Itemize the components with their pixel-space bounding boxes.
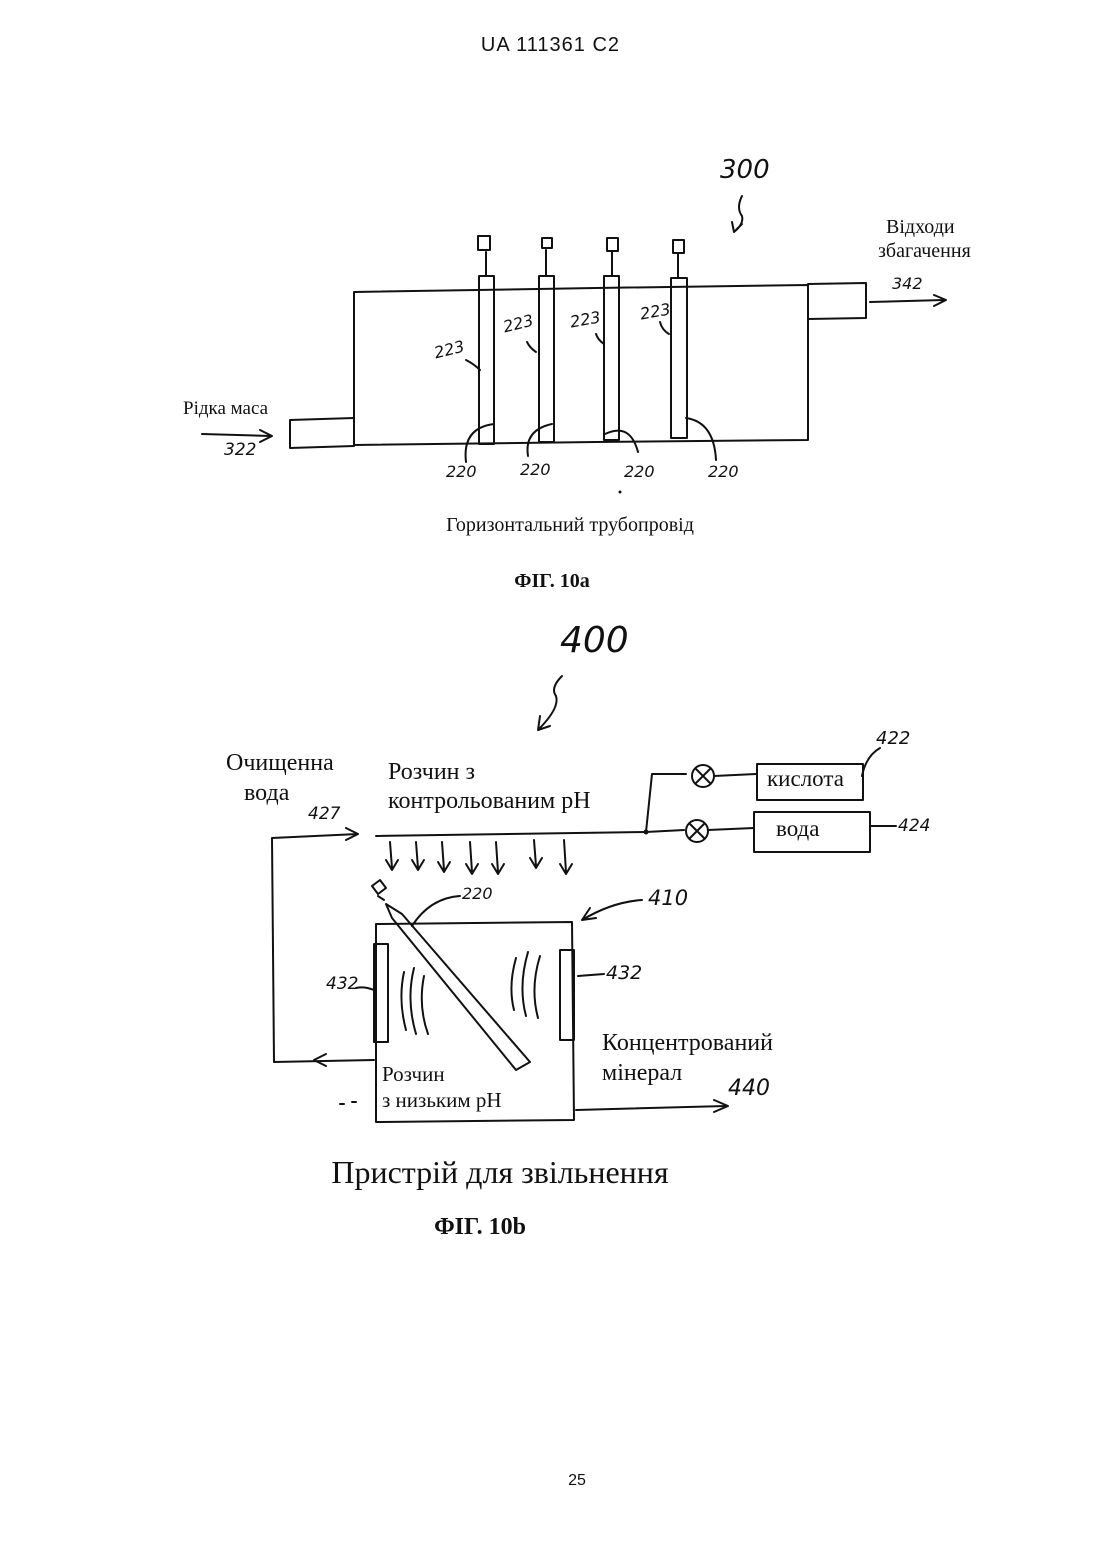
electrode-rod bbox=[604, 238, 619, 440]
electrode-rod bbox=[671, 240, 687, 438]
label-solution-line2: контрольованим pH bbox=[388, 788, 591, 815]
ref-220: 220 bbox=[624, 462, 655, 481]
ref-432-left: 432 bbox=[326, 974, 358, 994]
label-inlet: Рідка маса bbox=[183, 398, 268, 420]
water-label: вода bbox=[776, 816, 819, 842]
leader-223 bbox=[596, 334, 604, 344]
ref-220b: 220 bbox=[462, 884, 493, 903]
label-lowph-line2: з низьким pH bbox=[382, 1088, 502, 1113]
manifold bbox=[646, 774, 686, 832]
fig10b-drawing bbox=[272, 676, 896, 1122]
ref-220: 220 bbox=[446, 462, 477, 481]
ref-427: 427 bbox=[308, 804, 340, 824]
ref-220: 220 bbox=[520, 460, 551, 479]
caption-10a: Горизонтальний трубопровід bbox=[0, 514, 1101, 537]
label-outlet-line1: Відходи bbox=[886, 216, 955, 239]
ref-424: 424 bbox=[898, 816, 930, 836]
electrode-rod bbox=[478, 236, 494, 444]
outlet-stub bbox=[808, 283, 866, 319]
pipe-body bbox=[354, 285, 808, 445]
fig10a-drawing bbox=[202, 196, 946, 494]
label-purified-line1: Очищенна bbox=[226, 750, 334, 777]
diagonal-electrode bbox=[372, 880, 530, 1070]
inlet-stub bbox=[290, 418, 354, 448]
leader-410 bbox=[582, 900, 642, 920]
recirculation-loop bbox=[272, 828, 374, 1062]
label-mineral-line2: мінерал bbox=[602, 1060, 682, 1087]
leader-432-right bbox=[578, 974, 604, 976]
label-mineral-line1: Концентрований bbox=[602, 1030, 773, 1057]
ref-440: 440 bbox=[728, 1076, 770, 1101]
valve-acid bbox=[692, 765, 756, 787]
electrode-rod bbox=[539, 238, 554, 442]
fig-label-10a: ФІГ. 10a bbox=[0, 570, 1101, 593]
label-outlet-line2: збагачення bbox=[878, 240, 971, 263]
ref-410: 410 bbox=[648, 886, 688, 910]
ref-342: 342 bbox=[892, 274, 923, 293]
leader-432-left bbox=[356, 987, 374, 990]
ref-422: 422 bbox=[876, 728, 910, 749]
ref-400: 400 bbox=[560, 620, 629, 661]
patent-number: UA 111361 C2 bbox=[0, 34, 1101, 57]
label-solution-line1: Розчин з bbox=[388, 759, 475, 786]
leader-422 bbox=[862, 748, 880, 776]
ref-220: 220 bbox=[708, 462, 739, 481]
leader-400 bbox=[538, 676, 562, 730]
page-number: 25 bbox=[0, 1472, 1101, 1490]
leader-220 bbox=[686, 418, 716, 460]
mineral-arrow bbox=[576, 1100, 728, 1112]
leader-223 bbox=[466, 360, 480, 370]
label-purified-line2: вода bbox=[244, 780, 289, 807]
leader-223 bbox=[527, 342, 536, 352]
outlet-arrow bbox=[870, 295, 946, 306]
leader-223 bbox=[660, 322, 669, 334]
label-lowph-line1: Розчин bbox=[382, 1062, 445, 1087]
feed-line bbox=[376, 832, 646, 836]
spray-arrows bbox=[386, 840, 572, 874]
acid-label: кислота bbox=[767, 766, 844, 792]
caption-10b: Пристрій для звільнення bbox=[0, 1154, 1000, 1191]
ref-432-right: 432 bbox=[606, 962, 642, 984]
leader-300 bbox=[732, 196, 742, 232]
valve-water bbox=[686, 820, 754, 842]
fig-label-10b: ФІГ. 10b bbox=[0, 1214, 960, 1241]
ref-322: 322 bbox=[224, 440, 256, 460]
leader-220b bbox=[412, 896, 460, 926]
ref-300: 300 bbox=[720, 155, 770, 185]
